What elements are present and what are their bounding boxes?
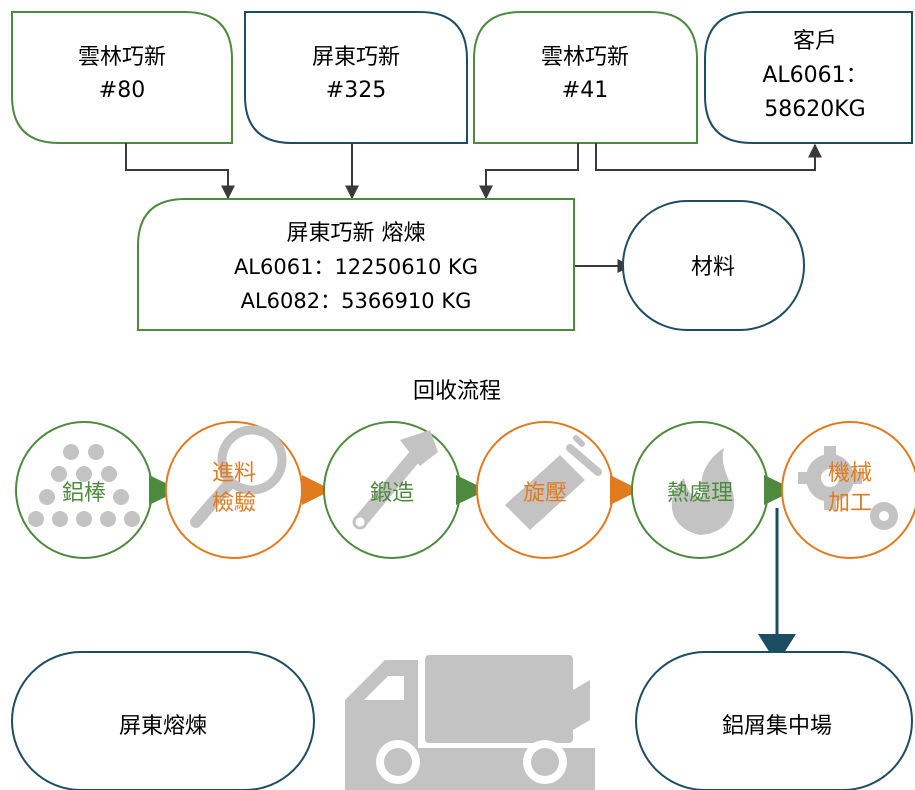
step-arrow-3	[456, 475, 487, 505]
customer-alloy: AL6061：	[762, 63, 867, 88]
source-number: #80	[99, 78, 145, 103]
source-box-yunlin-80: 雲林巧新 #80	[11, 11, 233, 144]
process-title: 回收流程	[413, 379, 501, 404]
spinning-tool-icon	[505, 435, 602, 530]
arrow-yunlin-80-to-smelting	[125, 143, 235, 200]
process-step-machining: 機械 加工	[781, 421, 915, 559]
truck-icon	[345, 655, 595, 790]
process-step-forging: 鍛造	[323, 421, 461, 559]
step-label: 加工	[828, 491, 872, 516]
customer-weight: 58620KG	[764, 97, 865, 122]
material-pill: 材料	[622, 200, 805, 331]
material-label: 材料	[691, 255, 735, 280]
source-box-yunlin-41: 雲林巧新 #41	[473, 11, 698, 144]
smelting-al6061: AL6061：12250610 KG	[234, 255, 478, 279]
process-step-incoming-inspection: 進料 檢驗	[165, 421, 303, 559]
customer-box: 客戶 AL6061： 58620KG	[704, 11, 913, 144]
step-arrow-4	[610, 475, 640, 505]
step-arrow-2	[302, 475, 332, 505]
source-name: 雲林巧新	[541, 45, 629, 70]
process-step-spinning: 旋壓	[476, 421, 614, 559]
arrow-yunlin-41-to-customer	[595, 143, 822, 171]
smelting-al6082: AL6082：5366910 KG	[241, 289, 472, 313]
smelting-title: 屏東巧新 熔煉	[287, 221, 426, 246]
step-label: 旋壓	[523, 481, 567, 506]
step-label: 鍛造	[370, 481, 414, 506]
process-step-heat-treatment: 熱處理	[631, 421, 769, 559]
step-label: 鋁棒	[62, 481, 106, 506]
step-label: 機械	[828, 461, 872, 486]
source-box-pingtung-325: 屏東巧新 #325	[244, 11, 468, 144]
arrow-to-scrap-yard	[758, 508, 796, 664]
step-arrow-1	[149, 475, 180, 505]
step-label: 進料	[212, 461, 256, 486]
pingtung-smelting-pill: 屏東熔煉	[11, 651, 315, 790]
pingtung-smelting-label: 屏東熔煉	[119, 714, 207, 739]
magnifier-icon	[190, 425, 287, 528]
source-number: #41	[562, 78, 608, 103]
step-label: 檢驗	[212, 491, 256, 516]
source-connectors	[125, 143, 822, 273]
wrench-icon	[352, 430, 438, 530]
process-step-aluminum-bar: 鋁棒	[15, 421, 153, 559]
customer-label: 客戶	[793, 29, 837, 54]
bar-stack-icon	[28, 444, 140, 527]
step-arrow-5	[764, 475, 795, 505]
arrow-yunlin-41-to-smelting	[479, 143, 579, 200]
scrap-yard-label: 鋁屑集中場	[722, 714, 832, 739]
step-label: 熱處理	[667, 481, 733, 506]
smelting-box: 屏東巧新 熔煉 AL6061：12250610 KG AL6082：536691…	[137, 198, 575, 331]
gear-icon	[798, 446, 898, 530]
source-name: 雲林巧新	[78, 45, 166, 70]
source-number: #325	[326, 78, 386, 103]
flame-icon	[671, 448, 735, 535]
scrap-yard-pill: 鋁屑集中場	[635, 651, 913, 790]
source-name: 屏東巧新	[312, 45, 400, 70]
